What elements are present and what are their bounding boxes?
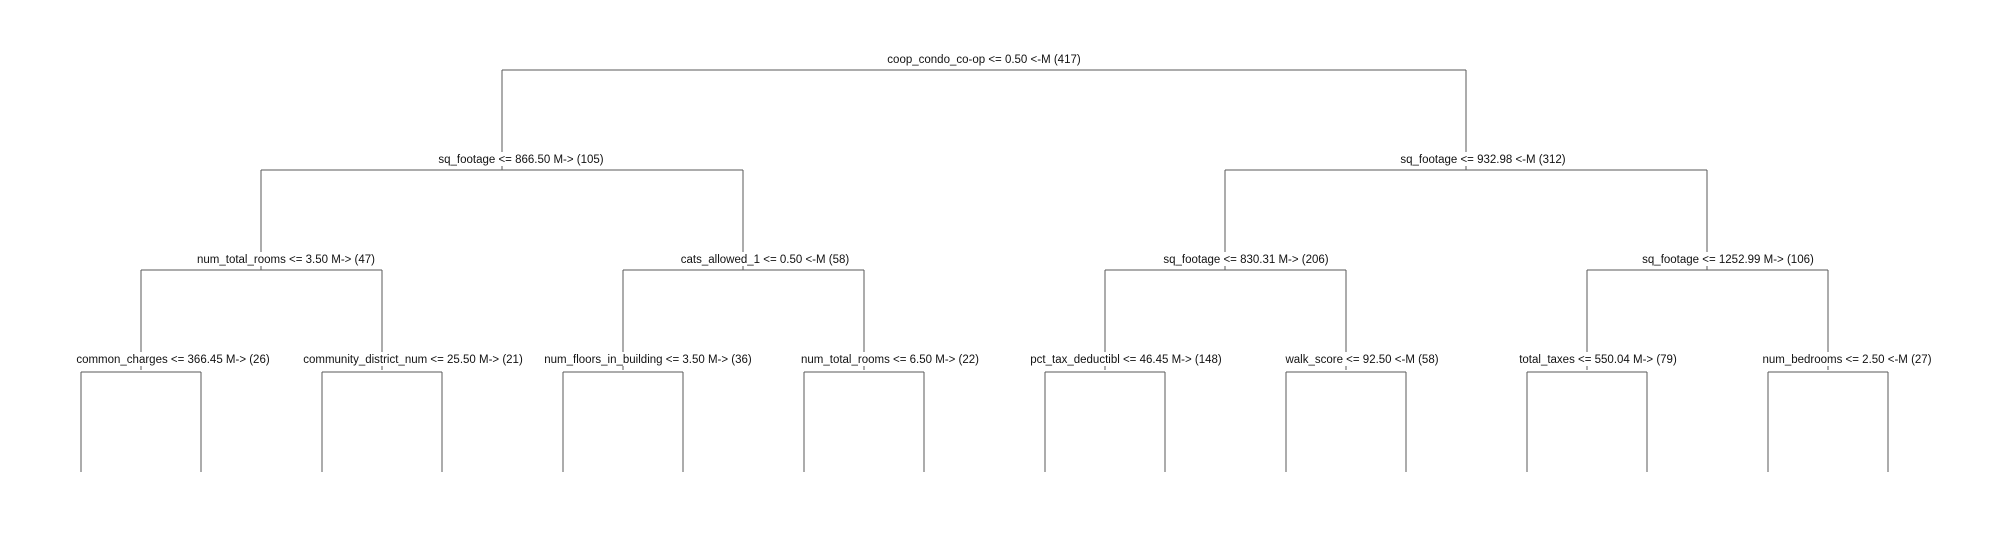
node-level3-5: pct_tax_deductibl <= 46.45 M-> (148)	[1020, 352, 1232, 366]
node-level3-8: num_bedrooms <= 2.50 <-M (27)	[1757, 352, 1937, 366]
root-connector	[501, 69, 1467, 170]
node-root: coop_condo_co-op <= 0.50 <-M (417)	[886, 52, 1082, 66]
node-level3-5-label: pct_tax_deductibl <= 46.45 M-> (148)	[1030, 354, 1222, 366]
node-level3-8-label: num_bedrooms <= 2.50 <-M (27)	[1762, 354, 1931, 366]
node-level3-6-label: walk_score <= 92.50 <-M (58)	[1284, 354, 1438, 366]
level3-connector-8	[1767, 371, 1889, 472]
node-level3-3-label: num_floors_in_building <= 3.50 M-> (36)	[544, 354, 752, 366]
node-level2-1: num_total_rooms <= 3.50 M-> (47)	[189, 252, 383, 266]
node-level2-1-label: num_total_rooms <= 3.50 M-> (47)	[197, 254, 375, 266]
node-level3-7-label: total_taxes <= 550.04 M-> (79)	[1519, 354, 1677, 366]
node-root-label: coop_condo_co-op <= 0.50 <-M (417)	[887, 54, 1081, 66]
level3-connector-4	[803, 371, 925, 472]
level3-connector-3	[562, 371, 684, 472]
level3-connector-1	[80, 371, 202, 472]
level3-connector-6	[1285, 371, 1407, 472]
node-level3-3: num_floors_in_building <= 3.50 M-> (36)	[536, 352, 760, 366]
node-level2-3-label: sq_footage <= 830.31 M-> (206)	[1163, 254, 1328, 266]
node-level1-left: sq_footage <= 866.50 M-> (105)	[432, 152, 610, 166]
node-level1-right-label: sq_footage <= 932.98 <-M (312)	[1400, 154, 1565, 166]
node-level3-1-label: common_charges <= 366.45 M-> (26)	[76, 354, 270, 366]
node-level3-6: walk_score <= 92.50 <-M (58)	[1278, 352, 1446, 366]
level3-connector-2	[321, 371, 443, 472]
node-level3-2-label: community_district_num <= 25.50 M-> (21)	[303, 354, 523, 366]
level3-connector-7	[1526, 371, 1648, 472]
node-level3-4: num_total_rooms <= 6.50 M-> (22)	[792, 352, 988, 366]
node-level1-left-label: sq_footage <= 866.50 M-> (105)	[438, 154, 603, 166]
node-level3-7: total_taxes <= 550.04 M-> (79)	[1513, 352, 1683, 366]
node-level3-2: community_district_num <= 25.50 M-> (21)	[294, 352, 532, 366]
node-level2-2: cats_allowed_1 <= 0.50 <-M (58)	[673, 252, 857, 266]
node-level3-1: common_charges <= 366.45 M-> (26)	[68, 352, 278, 366]
node-level2-3: sq_footage <= 830.31 M-> (206)	[1155, 252, 1337, 266]
node-level3-4-label: num_total_rooms <= 6.50 M-> (22)	[801, 354, 979, 366]
level3-connector-5	[1044, 371, 1166, 472]
node-level2-2-label: cats_allowed_1 <= 0.50 <-M (58)	[681, 254, 850, 266]
node-level2-4-label: sq_footage <= 1252.99 M-> (106)	[1642, 254, 1814, 266]
node-level2-4: sq_footage <= 1252.99 M-> (106)	[1634, 252, 1822, 266]
node-level1-right: sq_footage <= 932.98 <-M (312)	[1392, 152, 1574, 166]
